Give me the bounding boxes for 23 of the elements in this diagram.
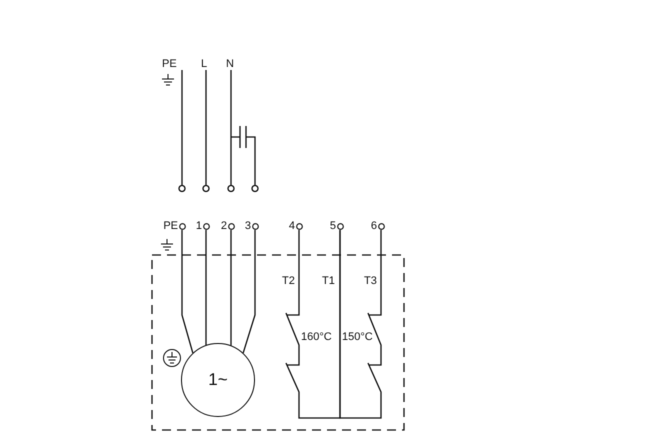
motor-label: 1~	[208, 370, 228, 390]
terminal-label: 3	[244, 220, 251, 232]
conductor-label: PE	[162, 58, 177, 70]
temperature-label: 150°C	[342, 331, 373, 343]
thermal-contact-label: T1	[322, 275, 335, 287]
thermal-contact-label: T2	[282, 275, 295, 287]
wire	[205, 230, 207, 345]
wire	[230, 230, 232, 346]
terminal-label: 4	[288, 220, 295, 232]
terminal-label: 2	[220, 220, 227, 232]
temperature-label: 160°C	[301, 331, 332, 343]
conductor-label: L	[201, 58, 208, 70]
terminal-label: 5	[330, 220, 336, 232]
wire	[242, 230, 256, 354]
thermal-contact-label: T3	[364, 275, 377, 287]
terminal-label: 1	[196, 220, 202, 232]
wire	[339, 229, 382, 419]
conductor-label: N	[226, 58, 234, 70]
wire	[181, 230, 194, 354]
wire	[285, 229, 341, 419]
terminal-label: 6	[370, 220, 377, 232]
motor-symbol	[181, 343, 255, 417]
terminal-label: PE	[163, 220, 178, 232]
